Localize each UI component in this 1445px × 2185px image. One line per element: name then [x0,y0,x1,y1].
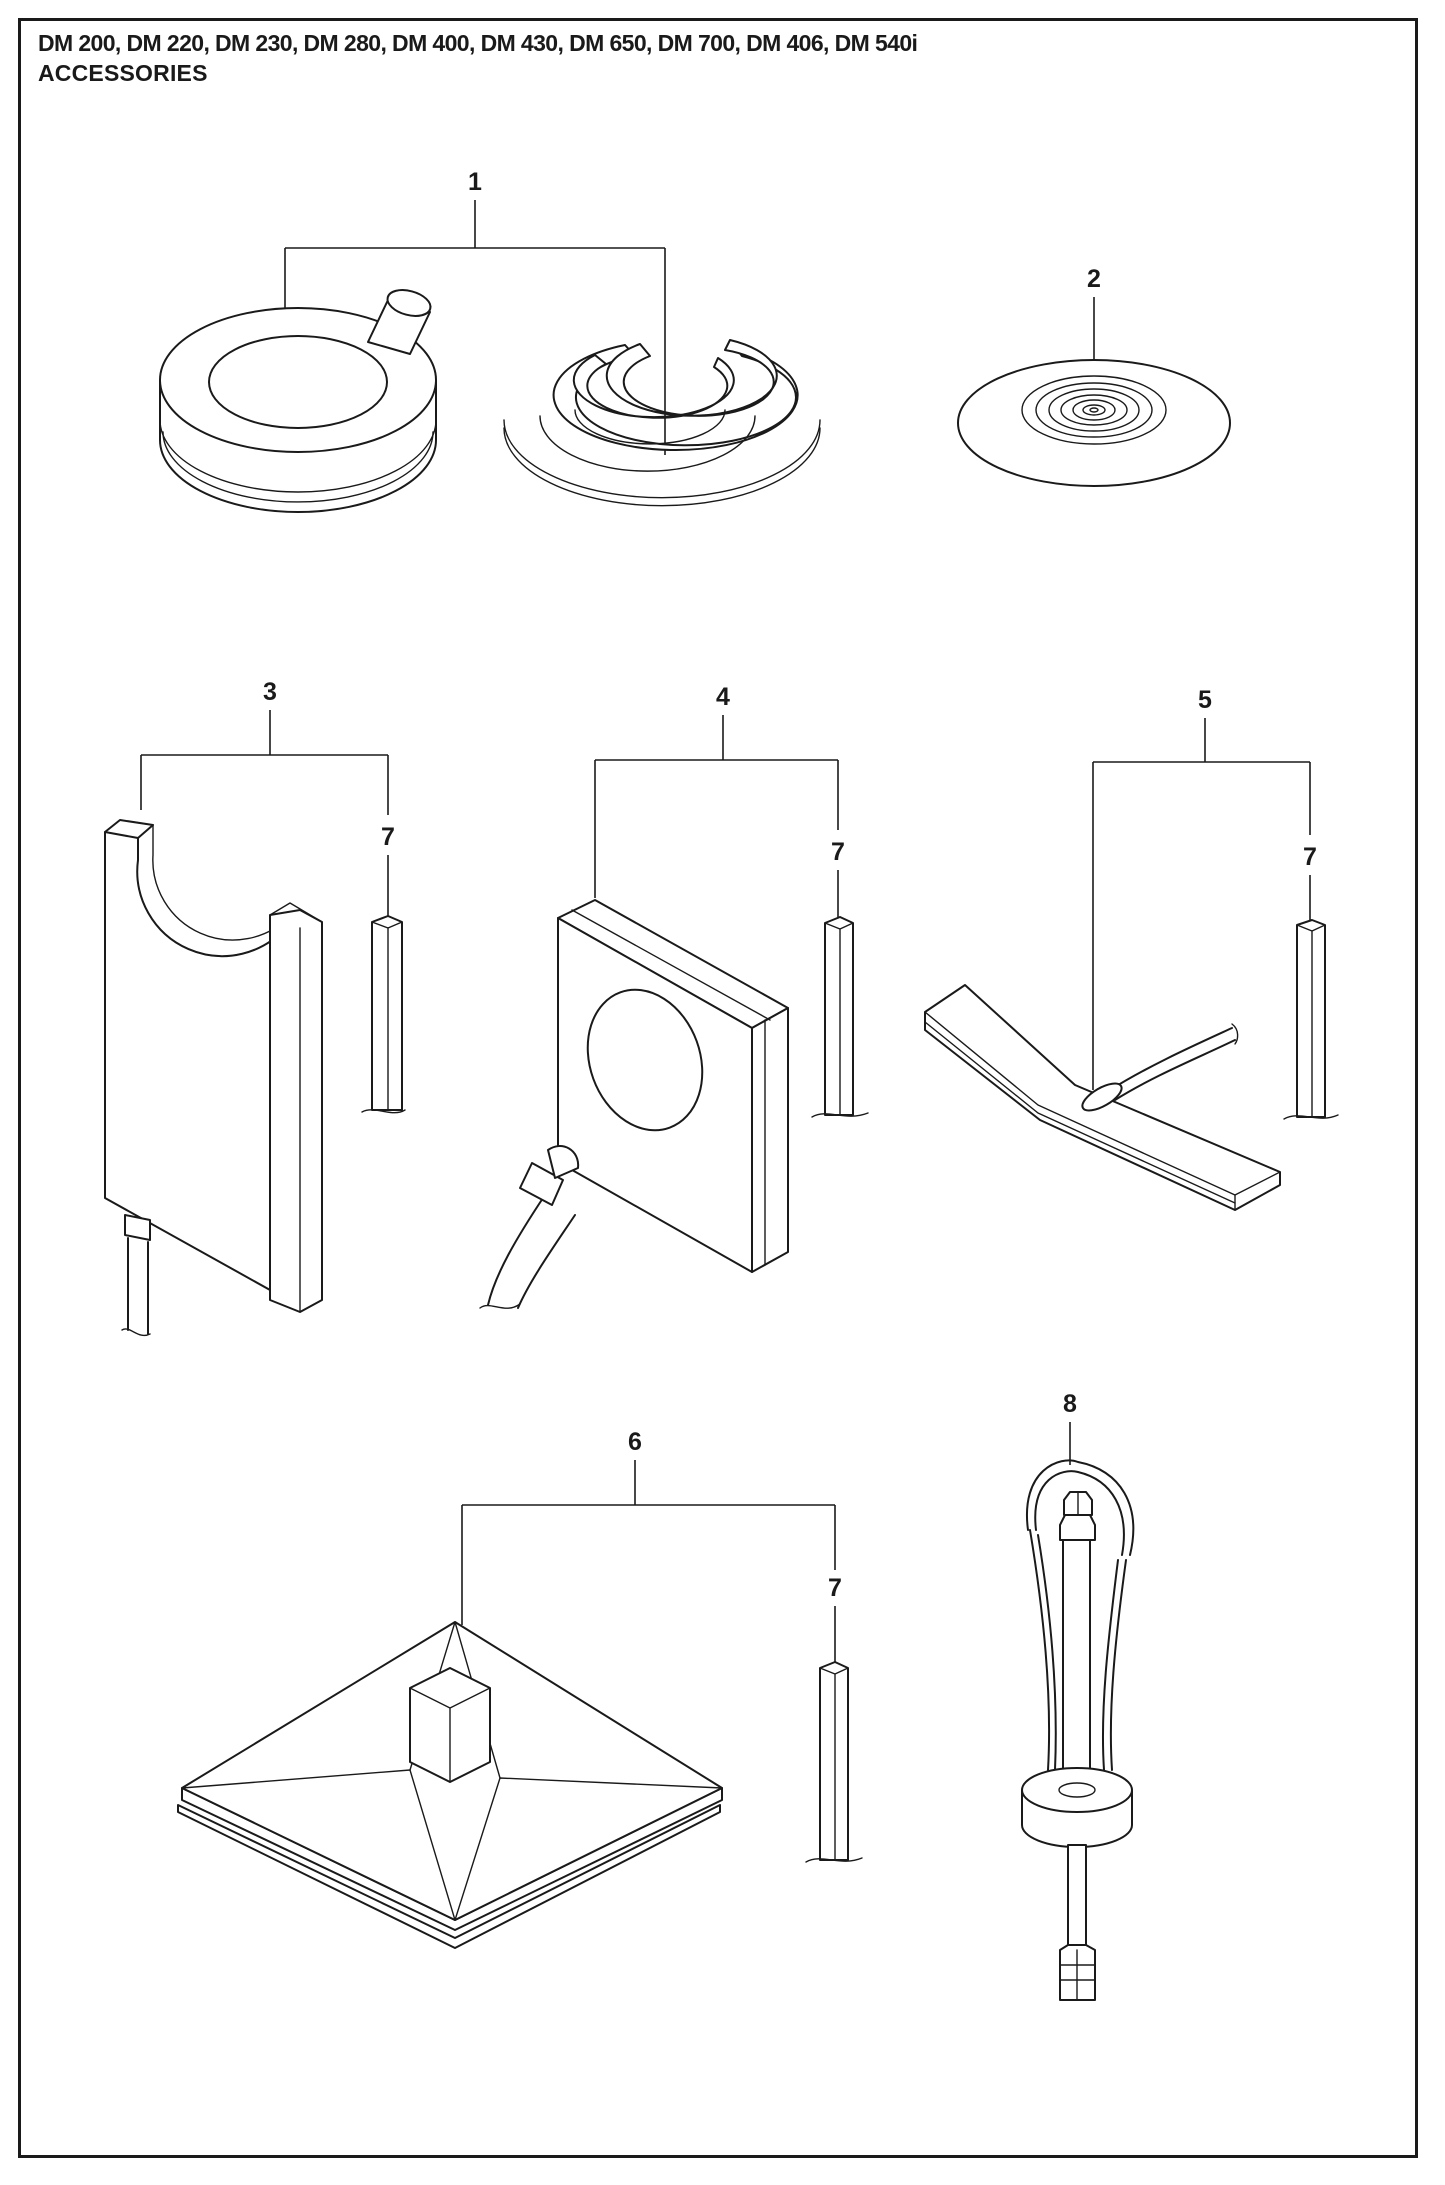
leader-line-5 [1092,718,1311,1090]
callout-number-4: 4 [716,683,730,711]
rubber-seal-rings [503,339,821,507]
water-collector-ring [159,289,437,513]
callout-number-8: 8 [1063,1390,1077,1418]
part-5-callout: 5 7 [1092,686,1317,1090]
callout-number-3: 3 [263,678,277,706]
gasket-strip-6 [805,1661,863,1863]
callout-number-7a: 7 [381,823,395,851]
callout-number-1: 1 [468,168,482,196]
suction-plate [957,359,1231,487]
leader-line-3 [140,710,389,815]
diagram-title: ACCESSORIES [38,60,208,86]
callout-number-7d: 7 [828,1574,842,1602]
callout-number-7c: 7 [1303,843,1317,871]
puller-tool [1021,1459,1135,2001]
part-1-callout: 1 [284,168,666,455]
model-list: DM 200, DM 220, DM 230, DM 280, DM 400, … [38,30,918,56]
u-shaped-collector [104,819,323,1337]
square-collector [479,899,789,1309]
leader-line-6 [461,1460,836,1625]
part-6-callout: 6 7 [461,1428,842,1665]
v-shaped-collector [924,984,1281,1211]
part-8-callout: 8 [1063,1390,1077,1465]
callout-number-5: 5 [1198,686,1212,714]
gasket-strip-4 [811,916,869,1118]
callout-number-2: 2 [1087,265,1101,293]
diagram-header: DM 200, DM 220, DM 230, DM 280, DM 400, … [38,28,918,88]
callout-number-6: 6 [628,1428,642,1456]
part-4-callout: 4 7 [594,683,845,920]
part-3-callout: 3 7 [140,678,395,920]
gasket-strip-3 [361,915,406,1114]
leader-line-1 [284,200,666,455]
callout-number-7b: 7 [831,838,845,866]
gasket-strip-5 [1283,919,1339,1120]
leader-line-4 [594,715,839,898]
square-base-plate [177,1621,723,1949]
